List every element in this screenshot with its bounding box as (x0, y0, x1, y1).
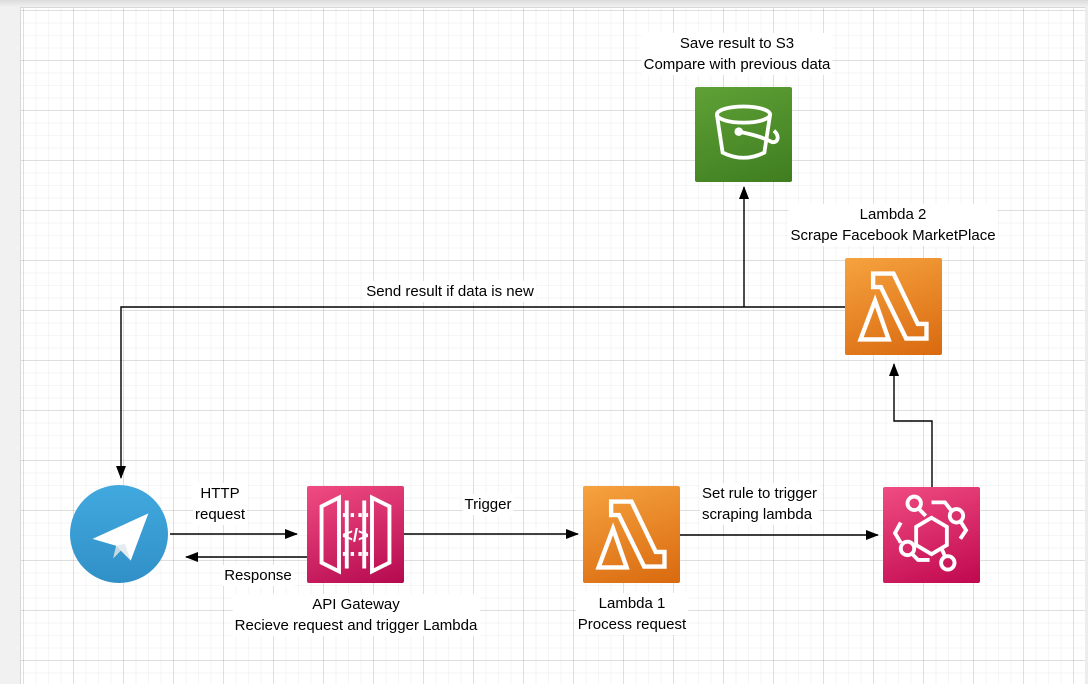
api-gateway-caption-line1: API Gateway (312, 596, 400, 613)
lambda1-node[interactable] (583, 486, 680, 583)
lambda2-node[interactable] (845, 258, 942, 355)
canvas-right-margin (1085, 7, 1088, 684)
s3-caption-line2: Compare with previous data (643, 56, 831, 73)
lambda2-caption-line2: Scrape Facebook MarketPlace (790, 227, 996, 244)
lambda1-caption[interactable]: Lambda 1 Process request (575, 593, 689, 635)
api-gateway-icon: </> (319, 494, 392, 575)
lambda-icon (595, 499, 667, 570)
telegram-paper-plane-icon (92, 513, 149, 561)
eventbridge-icon (892, 494, 969, 572)
s3-caption-line1: Save result to S3 (679, 35, 795, 52)
s3-bucket-node[interactable] (695, 87, 792, 182)
lambda2-caption[interactable]: Lambda 2 Scrape Facebook MarketPlace (788, 204, 998, 246)
set-rule-edge-label[interactable]: Set rule to trigger scraping lambda (700, 483, 820, 525)
response-edge-label[interactable]: Response (222, 565, 294, 586)
s3-caption[interactable]: Save result to S3 Compare with previous … (641, 33, 833, 75)
send-result-edge-label[interactable]: Send result if data is new (364, 281, 536, 302)
trigger-edge-label[interactable]: Trigger (462, 494, 514, 515)
s3-bucket-icon (715, 104, 780, 160)
api-gateway-node[interactable]: </> (307, 486, 404, 583)
edge-lambda2-to-telegram-send-result[interactable] (116, 306, 845, 479)
http-request-edge-label[interactable]: HTTP request (192, 483, 248, 525)
http-request-line1: HTTP (200, 485, 240, 502)
eventbridge-node[interactable] (883, 487, 980, 583)
http-request-line2: request (194, 506, 246, 523)
lambda1-caption-line1: Lambda 1 (598, 595, 666, 612)
edge-eventbridge-to-lambda2[interactable] (889, 363, 933, 487)
set-rule-line1: Set rule to trigger (702, 485, 818, 502)
set-rule-line2: scraping lambda (702, 506, 813, 523)
lambda1-caption-line2: Process request (577, 616, 687, 633)
api-gateway-caption[interactable]: API Gateway Recieve request and trigger … (232, 594, 480, 636)
lambda2-caption-line1: Lambda 2 (859, 206, 927, 223)
api-gateway-code-glyph: </> (342, 524, 369, 545)
telegram-node[interactable] (70, 485, 168, 583)
api-gateway-caption-line2: Recieve request and trigger Lambda (234, 617, 478, 634)
lambda-icon (857, 271, 929, 342)
window-top-edge (0, 0, 1088, 7)
